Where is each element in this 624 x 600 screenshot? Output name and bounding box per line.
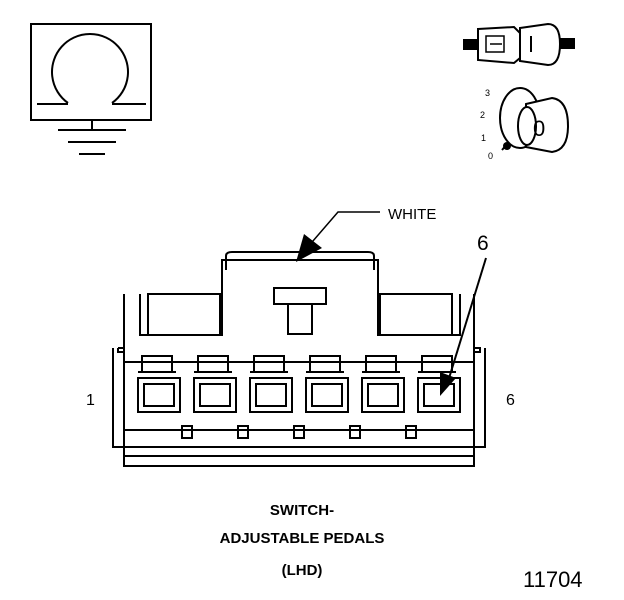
terminal-cavity	[417, 355, 461, 413]
wire-color-leader	[296, 211, 380, 262]
pin-number-start: 1	[86, 392, 95, 409]
terminal-cavity	[137, 355, 181, 413]
key-position-0: 0	[488, 151, 494, 161]
pin-number-end: 6	[506, 392, 515, 409]
key-position-1: 1	[481, 133, 487, 143]
terminal-cavity	[193, 355, 237, 413]
terminal-cavity	[361, 355, 405, 413]
key-label: 0	[533, 116, 546, 141]
key-position-3: 3	[485, 88, 491, 98]
ignition-key-icon	[499, 87, 570, 154]
terminal-cavity	[249, 355, 293, 413]
connector-plug-icon	[463, 22, 575, 67]
caption-line-1: SWITCH-	[269, 502, 335, 519]
terminal-cavities	[137, 355, 461, 413]
wire-color-label: WHITE	[388, 206, 437, 223]
locking-tabs	[181, 425, 417, 439]
figure-number: 11704	[523, 567, 583, 592]
connector-body	[112, 251, 486, 467]
key-position-2: 2	[480, 110, 486, 120]
ohmmeter-ground-icon	[30, 23, 152, 155]
pin-callout-arrow	[440, 257, 487, 396]
caption-line-2: ADJUSTABLE PEDALS	[219, 530, 385, 547]
terminal-cavity	[305, 355, 349, 413]
pin-callout-number: 6	[477, 232, 489, 255]
caption-line-3: (LHD)	[281, 562, 323, 579]
